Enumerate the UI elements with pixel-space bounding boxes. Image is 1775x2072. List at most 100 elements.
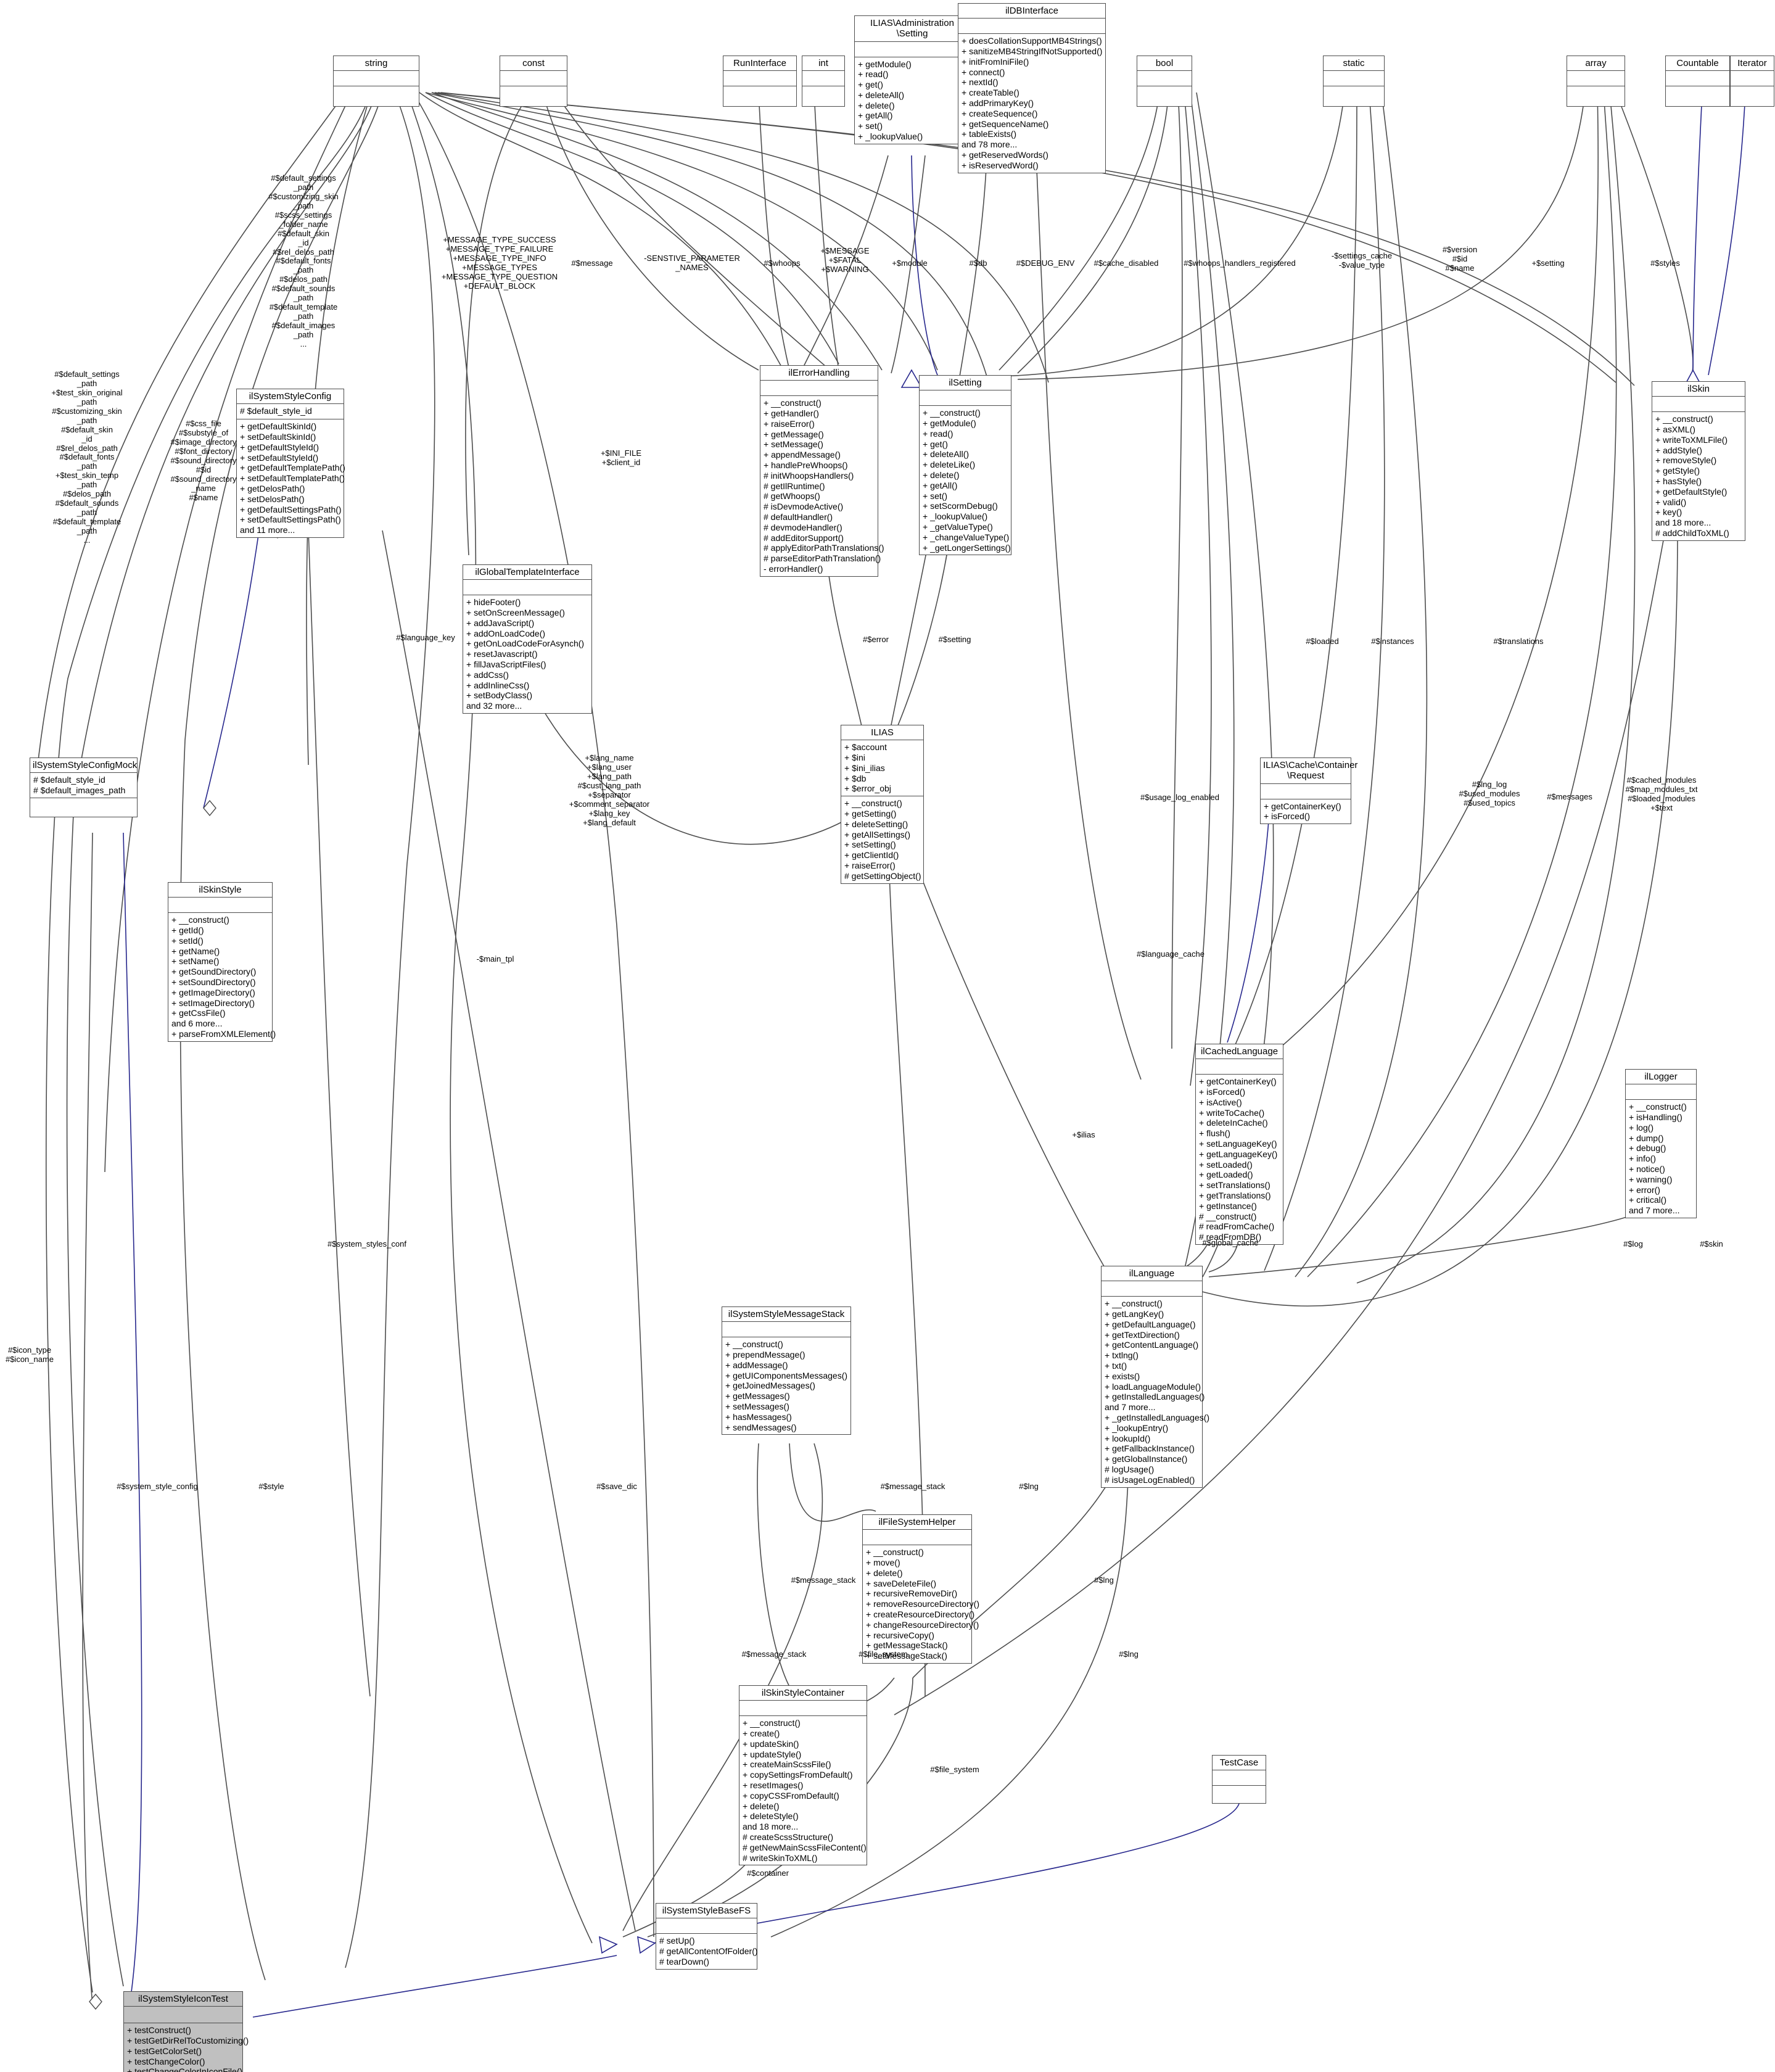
class-node-illanguage[interactable]: ilLanguage + __construct()+ getLangKey()… bbox=[1101, 1266, 1209, 1488]
class-node-runinterface[interactable]: RunInterface bbox=[723, 56, 797, 107]
class-attributes bbox=[124, 2007, 242, 2024]
class-member: + isActive() bbox=[1199, 1097, 1242, 1107]
class-operations: + doesCollationSupportMB4Strings()+ sani… bbox=[958, 34, 1105, 172]
class-title: ilLogger bbox=[1626, 1070, 1696, 1085]
class-operations: + __construct()+ isHandling()+ log()+ du… bbox=[1626, 1100, 1696, 1218]
class-member: + deleteAll() bbox=[923, 449, 970, 460]
class-member: + __construct() bbox=[725, 1339, 783, 1350]
class-member: + testGetDirRelToCustomizing() bbox=[127, 2036, 249, 2046]
class-member: + __construct() bbox=[844, 798, 902, 809]
class-attributes: # $default_style_id# $default_images_pat… bbox=[30, 773, 137, 798]
class-attributes bbox=[1567, 71, 1625, 87]
class-node-array[interactable]: array bbox=[1567, 56, 1625, 107]
edge-label-loaded: #$loaded bbox=[1306, 637, 1339, 646]
class-node-ilias[interactable]: ILIAS + $account+ $ini+ $ini_ilias+ $db+… bbox=[841, 725, 924, 884]
class-member: + getDefaultSkinId() bbox=[240, 421, 317, 432]
class-member: + _lookupValue() bbox=[858, 131, 923, 142]
class-node-ildbinterface[interactable]: ilDBInterface + doesCollationSupportMB4S… bbox=[958, 3, 1106, 173]
class-member: and 6 more... bbox=[171, 1018, 223, 1029]
class-node-ilsetting[interactable]: ilSetting + __construct()+ getModule()+ … bbox=[919, 375, 1011, 556]
class-member: + connect() bbox=[962, 67, 1005, 77]
edge-label-skin: #$skin bbox=[1700, 1239, 1723, 1249]
class-member: + removeResourceDirectory() bbox=[866, 1599, 979, 1609]
class-title: ilSetting bbox=[920, 376, 1011, 391]
class-member: + createSequence() bbox=[962, 108, 1038, 118]
class-member: + getDefaultStyleId() bbox=[240, 442, 319, 452]
class-node-ilskinstylecontainer[interactable]: ilSkinStyleContainer + __construct()+ cr… bbox=[739, 1685, 867, 1866]
class-node-iterator[interactable]: Iterator bbox=[1730, 56, 1774, 107]
class-member: + resetJavascript() bbox=[466, 649, 538, 659]
class-node-ilias-cache-container-request[interactable]: ILIAS\Cache\Container \Request + getCont… bbox=[1260, 757, 1357, 825]
class-title: TestCase bbox=[1213, 1756, 1266, 1771]
class-member: and 18 more... bbox=[743, 1822, 799, 1832]
class-attributes bbox=[760, 381, 878, 397]
edge-label-inifile: +$INI_FILE +$client_id bbox=[600, 448, 642, 467]
class-member: + appendMessage() bbox=[764, 450, 841, 460]
class-node-static[interactable]: static bbox=[1323, 56, 1385, 107]
class-title: ilDBInterface bbox=[958, 4, 1105, 19]
class-member: + read() bbox=[858, 69, 889, 80]
class-node-ilcachedlanguage[interactable]: ilCachedLanguage + getContainerKey()+ is… bbox=[1195, 1044, 1283, 1245]
class-member: # addEditorSupport() bbox=[764, 532, 844, 543]
class-title: bool bbox=[1137, 56, 1192, 72]
class-member: + _getLongerSettings() bbox=[923, 542, 1011, 553]
class-attributes bbox=[958, 19, 1105, 35]
class-node-ilfilesystemhelper[interactable]: ilFileSystemHelper + __construct()+ move… bbox=[862, 1514, 979, 1664]
class-member: + copySettingsFromDefault() bbox=[743, 1770, 853, 1780]
class-node-const[interactable]: const bbox=[500, 56, 567, 107]
class-node-ilskinstyle[interactable]: ilSkinStyle + __construct()+ getId()+ se… bbox=[168, 882, 276, 1042]
class-member: + createMainScssFile() bbox=[743, 1759, 831, 1770]
class-attributes bbox=[863, 1530, 971, 1546]
class-member: + __construct() bbox=[764, 398, 822, 408]
class-node-testcase[interactable]: TestCase bbox=[1212, 1755, 1266, 1804]
class-node-ilsystemstyleconfig[interactable]: ilSystemStyleConfig # $default_style_id … bbox=[236, 389, 345, 539]
class-member: # $default_images_path bbox=[33, 785, 126, 796]
class-attributes bbox=[500, 71, 567, 87]
edge-label-settingscache: -$settings_cache -$value_type bbox=[1331, 251, 1393, 270]
class-node-string[interactable]: string bbox=[333, 56, 419, 107]
edge-label-container: #$container bbox=[747, 1868, 789, 1878]
class-member: + doesCollationSupportMB4Strings() bbox=[962, 36, 1102, 46]
class-member: + initFromIniFile() bbox=[962, 56, 1029, 67]
class-attributes bbox=[1652, 397, 1745, 413]
class-node-bool[interactable]: bool bbox=[1137, 56, 1192, 107]
class-operations: + __construct()+ getSetting()+ deleteSet… bbox=[841, 796, 923, 883]
class-node-ilsystemstylemessagestack[interactable]: ilSystemStyleMessageStack + __construct(… bbox=[722, 1306, 851, 1435]
edge-label-maintpl: -$main_tpl bbox=[476, 954, 514, 964]
class-node-ilias-administration-setting[interactable]: ILIAS\Administration \Setting + getModul… bbox=[854, 15, 970, 144]
class-operations: + getModule()+ read()+ get()+ deleteAll(… bbox=[855, 57, 970, 144]
class-title: array bbox=[1567, 56, 1625, 72]
class-title: ilLanguage bbox=[1102, 1266, 1202, 1282]
class-node-ilsystemstyleconfigmock[interactable]: ilSystemStyleConfigMock # $default_style… bbox=[30, 757, 138, 817]
class-node-countable[interactable]: Countable bbox=[1665, 56, 1730, 107]
edge-label-msgstack2: #$message_stack bbox=[791, 1575, 856, 1585]
class-member: # getAllContentOfFolder() bbox=[659, 1946, 758, 1957]
class-node-ilsystemstyleicontest[interactable]: ilSystemStyleIconTest + testConstruct()+… bbox=[123, 1991, 249, 2072]
class-member: # isDevmodeActive() bbox=[764, 501, 844, 512]
class-member: + setOnScreenMessage() bbox=[466, 608, 565, 618]
class-node-ilskin[interactable]: ilSkin + __construct()+ asXML()+ writeTo… bbox=[1652, 381, 1745, 541]
class-title: ILIAS\Cache\Container \Request bbox=[1261, 758, 1357, 784]
edge-label-ilias: +$ilias bbox=[1072, 1130, 1095, 1139]
class-attributes bbox=[1137, 71, 1192, 87]
class-member: + getName() bbox=[171, 946, 220, 956]
edge-label-styles: #$styles bbox=[1650, 258, 1680, 268]
class-attributes bbox=[723, 71, 796, 87]
class-node-ilerrorhandling[interactable]: ilErrorHandling + __construct()+ getHand… bbox=[760, 365, 884, 577]
class-attributes bbox=[739, 1701, 867, 1717]
class-node-ilglobaltemplateinterface[interactable]: ilGlobalTemplateInterface + hideFooter()… bbox=[463, 564, 592, 714]
class-node-ilsystemstylebasefs[interactable]: ilSystemStyleBaseFS # setUp()# getAllCon… bbox=[656, 1903, 758, 1970]
class-node-illogger[interactable]: ilLogger + __construct()+ isHandling()+ … bbox=[1625, 1069, 1697, 1219]
class-member: + getGlobalInstance() bbox=[1105, 1454, 1188, 1464]
class-member: + getImageDirectory() bbox=[171, 987, 255, 997]
class-member: + getLoaded() bbox=[1199, 1170, 1253, 1180]
class-node-int[interactable]: int bbox=[802, 56, 845, 107]
class-member: + getLangKey() bbox=[1105, 1309, 1164, 1319]
edge-label-lnglog: #$lng_log #$used_modules #$used_topics bbox=[1459, 780, 1520, 807]
class-member: and 18 more... bbox=[1655, 518, 1711, 528]
class-member: + setLoaded() bbox=[1199, 1159, 1253, 1170]
class-member: + setMessages() bbox=[725, 1401, 789, 1412]
edge-label-translations: #$translations bbox=[1493, 637, 1544, 646]
class-member: + sanitizeMB4StringIfNotSupported() bbox=[962, 46, 1103, 57]
